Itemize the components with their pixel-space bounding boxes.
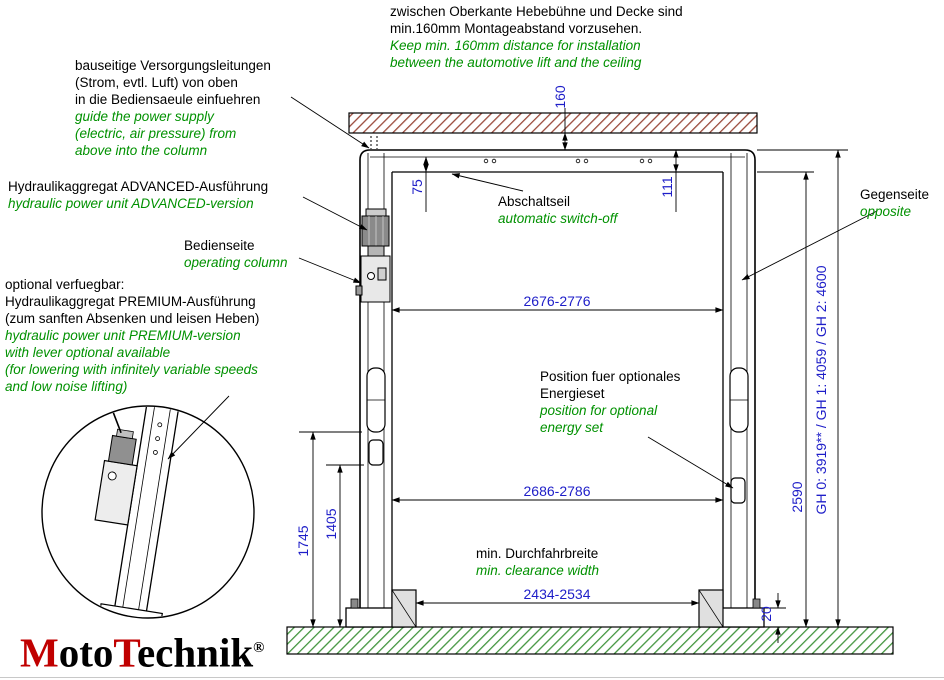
note-line-en: with lever optional available: [5, 345, 171, 360]
note-ceiling-distance: zwischen Oberkante Hebebühne und Decke s…: [390, 3, 683, 71]
carriage-slots: [366, 367, 749, 504]
dim-clearance-width: 2434-2534: [523, 586, 591, 602]
note-line-en: opposite: [860, 204, 912, 219]
note-line-en: above into the column: [75, 143, 208, 158]
dimension-lines: [299, 108, 848, 643]
brand-logo: MotoTechnik®: [20, 626, 264, 675]
note-line-en: Keep min. 160mm distance for installatio…: [390, 38, 641, 53]
note-line-en: min. clearance width: [476, 563, 600, 578]
note-line-de: Abschaltseil: [498, 194, 571, 209]
dim-inner-width-mid: 2686-2786: [523, 483, 591, 499]
dim-beam-offset-right: 111: [659, 176, 675, 198]
logo-text-oto: oto: [58, 629, 114, 676]
dim-base-plate: 20: [758, 606, 774, 622]
note-line-en: automatic switch-off: [498, 211, 618, 226]
note-line-de: (zum sanften Absenken und leisen Heben): [5, 311, 260, 326]
leader-lines: [167, 96, 878, 489]
note-line-de: Energieset: [540, 386, 605, 401]
note-line-en: position for optional: [540, 403, 658, 418]
energy-set-position: [730, 477, 746, 504]
note-line-en: guide the power supply: [75, 109, 214, 124]
note-line-de: Hydraulikaggregat PREMIUM-Ausführung: [5, 294, 256, 309]
note-line-en: and low noise lifting): [5, 379, 128, 394]
dim-inner-width-top: 2676-2776: [523, 293, 591, 309]
note-clearance-width: min. Durchfahrbreite min. clearance widt…: [476, 545, 599, 579]
note-opposite-side: Gegenseite opposite: [860, 186, 929, 220]
leader-premium-detail: [167, 395, 230, 460]
note-line-de: bauseitige Versorgungsleitungen: [75, 58, 271, 73]
note-line-de: min.160mm Montageabstand vorzusehen.: [390, 21, 643, 36]
dim-overall-heights: GH 0: 3919** / GH 1: 4059 / GH 2: 4600: [813, 265, 829, 515]
note-line-de: Hydraulikaggregat ADVANCED-Ausführung: [8, 179, 269, 194]
note-line-de: min. Durchfahrbreite: [476, 546, 599, 561]
note-line-en: (electric, air pressure) from: [75, 126, 237, 141]
note-line-de: (Strom, evtl. Luft) von oben: [75, 75, 238, 90]
note-advanced-unit: Hydraulikaggregat ADVANCED-Ausführung hy…: [8, 178, 268, 212]
dim-beam-offset-left: 75: [409, 179, 425, 195]
image-bottom-edge: [0, 677, 944, 678]
note-line-de: in die Bediensaeule einfuehren: [75, 92, 261, 107]
logo-text-echnik: echnik: [136, 629, 254, 676]
leader-operating-column: [298, 257, 362, 284]
leader-opposite-column: [741, 210, 878, 281]
dim-height-outer: 1745: [295, 525, 311, 557]
note-line-de: Position fuer optionales: [540, 369, 681, 384]
note-line-en: energy set: [540, 420, 604, 435]
note-premium-unit: optional verfuegbar: Hydraulikaggregat P…: [5, 276, 259, 395]
leader-supply: [290, 96, 370, 149]
hydraulic-power-unit: [355, 208, 391, 303]
logo-letter-t: T: [113, 629, 137, 676]
note-switch-off: Abschaltseil automatic switch-off: [498, 193, 617, 227]
base-plates: [345, 589, 765, 628]
note-power-supply: bauseitige Versorgungsleitungen (Strom, …: [75, 57, 271, 159]
left-slot: [368, 439, 384, 466]
dim-clear-height: 2590: [789, 481, 805, 513]
note-energy-set: Position fuer optionales Energieset posi…: [540, 368, 680, 436]
note-line-en: hydraulic power unit ADVANCED-version: [8, 196, 254, 211]
dim-height-inner: 1405: [323, 508, 339, 540]
detail-circle-premium-unit: [41, 405, 255, 619]
leader-advanced-unit: [302, 196, 368, 231]
note-operating-side: Bedienseite operating column: [184, 237, 288, 271]
registered-mark: ®: [253, 640, 265, 656]
note-line-de: Bedienseite: [184, 238, 255, 253]
note-line-en: between the automotive lift and the ceil…: [390, 55, 642, 70]
note-line-de: optional verfuegbar:: [5, 277, 125, 292]
leader-energy-set: [647, 436, 734, 489]
note-line-en: hydraulic power unit PREMIUM-version: [5, 328, 241, 343]
leader-switch-off: [451, 173, 524, 192]
ceiling-hatch: [348, 112, 758, 134]
logo-letter-m: M: [20, 629, 59, 676]
note-line-de: zwischen Oberkante Hebebühne und Decke s…: [390, 4, 683, 19]
floor-hatch: [286, 626, 894, 655]
note-line-en: (for lowering with infinitely variable s…: [5, 362, 258, 377]
note-line-de: Gegenseite: [860, 187, 930, 202]
note-line-en: operating column: [184, 255, 288, 270]
dim-ceiling-gap: 160: [552, 85, 568, 109]
